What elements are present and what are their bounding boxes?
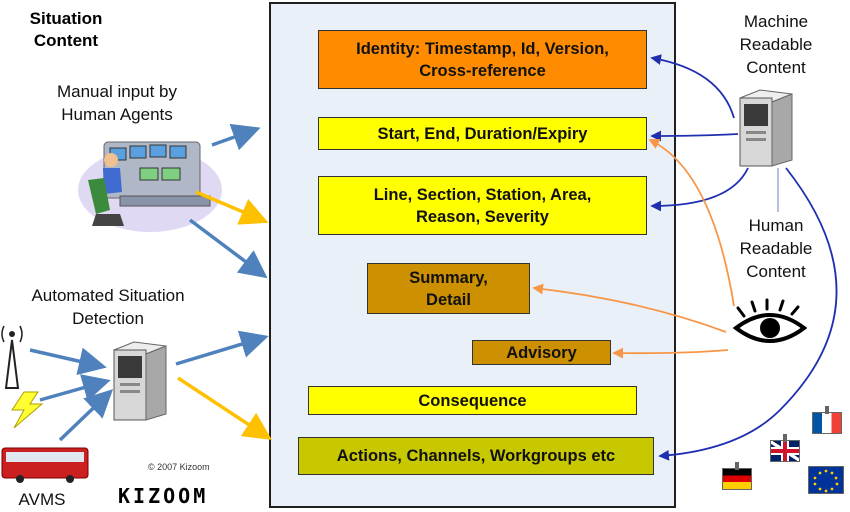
machine-readable-label: Machine Readable Content: [739, 12, 813, 77]
bus-icon: [1, 447, 89, 483]
flag-france-stand: [825, 406, 829, 414]
eu-stars: [813, 469, 839, 493]
control-room-operator-icon: [78, 141, 222, 232]
antenna-icon: [1, 325, 23, 389]
copyright-text: © 2007 Kizoom: [148, 462, 210, 472]
flag-germany-stand: [735, 462, 739, 470]
manual-input-label: Manual input by Human Agents: [56, 82, 178, 124]
advisory-box: Advisory: [472, 340, 611, 365]
human-readable-label: Human Readable Content: [739, 216, 813, 281]
line-section-box: Line, Section, Station, Area, Reason, Se…: [318, 176, 647, 235]
identity-box: Identity: Timestamp, Id, Version, Cross-…: [318, 30, 647, 89]
flag-uk-stand: [783, 434, 787, 442]
manual-input-yellow-arrow: [195, 190, 269, 225]
situation-content-title: Situation Content: [29, 9, 103, 50]
consequence-box: Consequence: [308, 386, 637, 415]
flag-uk-icon: [770, 440, 800, 462]
kizoom-logo: KIZOOM: [118, 484, 209, 508]
summary-box: Summary, Detail: [367, 263, 530, 314]
machine-server-icon: [739, 89, 793, 167]
eye-icon: [732, 298, 808, 343]
lightning-icon: [11, 391, 44, 429]
machine-readable-arrows: [650, 54, 838, 461]
manual-input-arrows: [188, 123, 268, 279]
detection-input-arrows: [29, 330, 269, 442]
detection-yellow-arrow: [177, 376, 272, 440]
avms-label: AVMS: [18, 490, 66, 509]
actions-box: Actions, Channels, Workgroups etc: [298, 437, 654, 475]
automated-detection-label: Automated Situation Detection: [31, 286, 185, 328]
human-readable-arrows: [532, 139, 735, 359]
server-icon: [113, 341, 167, 421]
start-end-box: Start, End, Duration/Expiry: [318, 117, 647, 150]
